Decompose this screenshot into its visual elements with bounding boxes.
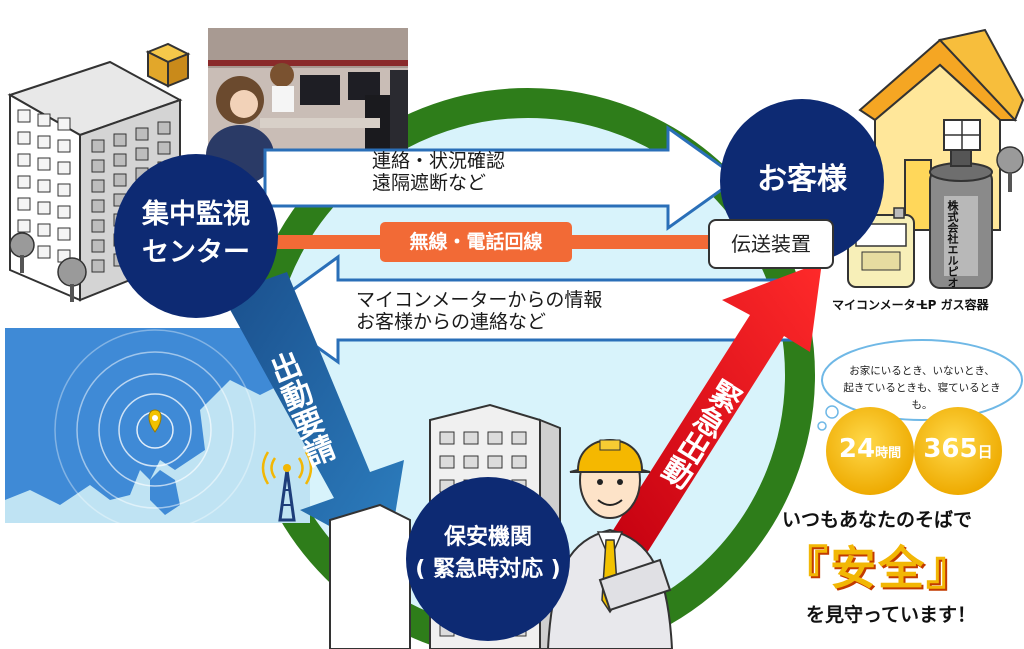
building-window [91,219,105,233]
tagline-line1-text: いつもあなたのそばで [782,509,973,531]
customer-label: お客様 [757,162,847,197]
building-window [57,139,71,153]
building-window [37,201,51,215]
building-window [17,131,31,145]
building-window [91,259,105,273]
building-window [17,197,31,211]
node-circles [114,99,884,641]
building-window [57,183,71,197]
hours-badge: 24時間 [826,434,914,464]
contact-status-text: 連絡・状況確認 [372,150,506,172]
tagline-line1: いつもあなたのそばで [782,505,972,532]
transmitter-box: 伝送装置 [708,219,834,269]
building-window [91,179,105,193]
speech-bubble [817,339,1023,431]
arrow-to-center-text: マイコンメーターからの情報 お客様からの連絡など [356,289,602,333]
days-badge: 365日 [914,434,1002,464]
building-window [91,199,105,213]
transmitter-label: 伝送装置 [731,232,811,256]
building-window [37,157,51,171]
emergency-dispatch-arrow [610,262,822,556]
building-window [57,161,71,175]
building-window [157,141,171,155]
building-window [113,173,127,187]
building-window [135,127,149,141]
building-window [157,121,171,135]
building-window [91,139,105,153]
city-window [511,431,527,445]
building-window [17,153,31,167]
days-number: 365 [923,434,978,464]
tank-caption: LP ガス容器 [920,296,989,313]
building-window [57,205,71,219]
meter-info-text: マイコンメーターからの情報 [356,289,603,311]
dispatch-request-arrow [222,272,404,558]
building-window [91,239,105,253]
remote-shutoff-text: 遠隔遮断など [372,172,487,194]
building-window [17,109,31,123]
tagline-line3: を見守っています！ [806,600,976,627]
monitoring-center-label-line1: 集中監視 [142,199,250,230]
city-window [439,455,455,469]
building-window [37,179,51,193]
safety-agency-node: 保安機関 ( 緊急時対応 ) [406,522,570,586]
building-window [57,117,71,131]
city-window [487,431,503,445]
monitoring-room-photo [206,28,408,185]
building-window [37,113,51,127]
building-window [113,153,127,167]
radio-tower-icon [261,451,313,522]
arrow-to-customer-text: 連絡・状況確認 遠隔遮断など [372,150,505,194]
days-unit: 日 [977,443,993,461]
building-window [37,223,51,237]
building-window [91,159,105,173]
hours-unit: 時間 [875,446,902,461]
speech-bubble-text: お家にいるとき、いないとき、 起きているときも、寝ているときも。 [834,363,1010,414]
arrow-to-customer [263,125,741,231]
safety-worker-illustration [546,439,674,649]
building-window [113,133,127,147]
building-window [37,245,51,259]
radio-phone-line-text: 無線・電話回線 [409,231,543,253]
city-window [511,455,527,469]
meter-caption: マイコンメーター [832,296,928,313]
bubble-line1: お家にいるとき、いないとき、 [849,365,995,377]
tagline-highlight: 『安全』 [782,532,974,598]
tank-company-label: 株式会社エルピオ [946,200,976,288]
city-window [487,455,503,469]
bubble-line2: 起きているときも、寝ているときも。 [843,382,1001,411]
safety-agency-label-line2: ( 緊急時対応 ) [415,557,561,582]
monitoring-center-node: 集中監視 センター [114,196,278,272]
monitoring-center-label-line2: センター [142,237,250,268]
city-window [463,455,479,469]
tagline-highlight-text: 『安全』 [782,541,974,595]
lp-gas-tank-illustration [929,149,993,289]
city-window [439,431,455,445]
building-window [57,227,71,241]
building-window [17,175,31,189]
building-window [135,147,149,161]
radio-phone-line-label: 無線・電話回線 [380,222,572,262]
customer-node: お客様 [720,160,884,200]
building-window [37,135,51,149]
building-window [17,219,31,233]
tank-company-text: 株式会社エルピオ [946,200,959,288]
tank-caption-text: LP ガス容器 [920,298,989,312]
customer-contact-text: お客様からの連絡など [356,311,547,333]
hours-number: 24 [838,434,876,464]
city-window [463,431,479,445]
tagline-line3-text: を見守っています！ [806,604,977,626]
safety-agency-label-line1: 保安機関 [443,525,532,550]
meter-caption-text: マイコンメーター [832,298,928,312]
availability-badges [826,407,1002,495]
